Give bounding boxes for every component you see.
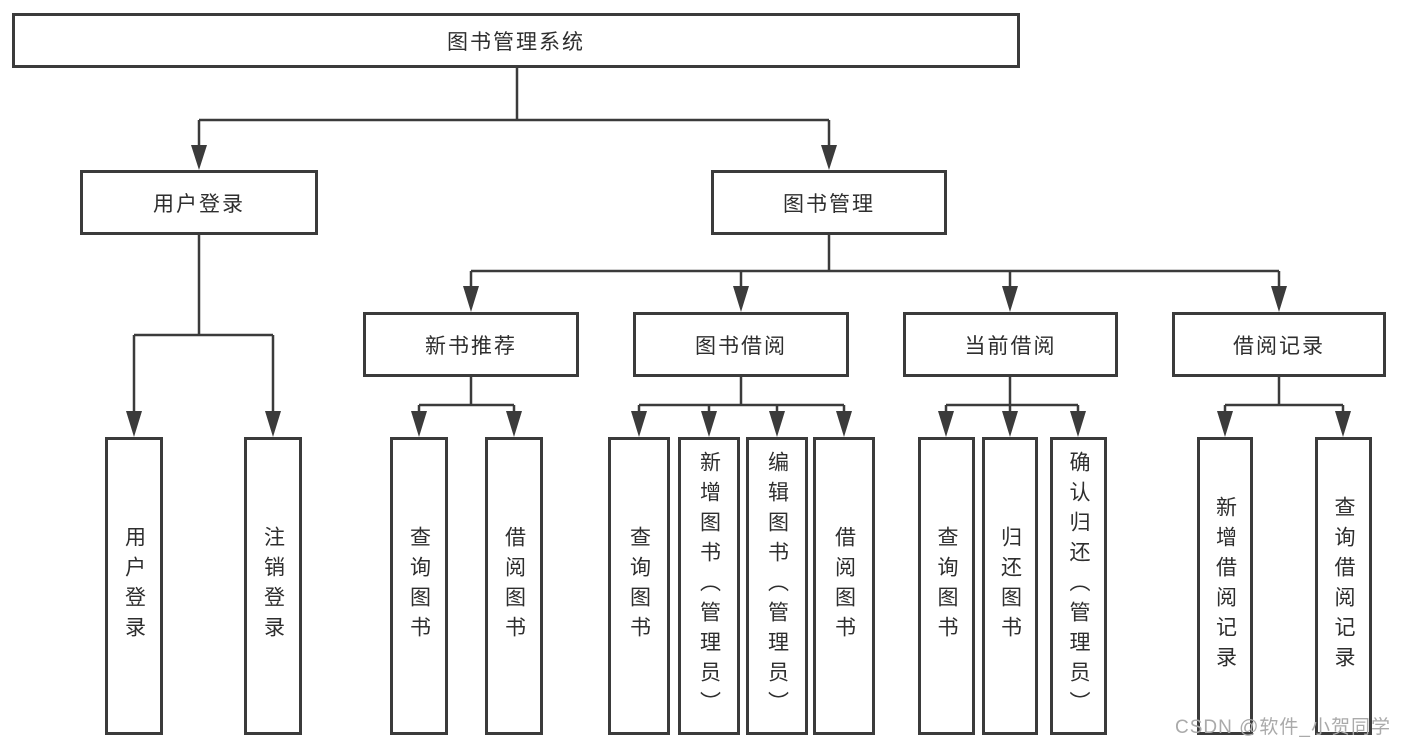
node-new-book-recommendation: 新书推荐 [363, 312, 579, 377]
node-label: 用户登录 [122, 526, 146, 646]
node-label: 新书推荐 [425, 334, 517, 358]
node-label: 新增借阅记录 [1213, 496, 1237, 676]
node-label: 新增图书（管理员） [697, 451, 721, 721]
connector-path [132, 68, 1345, 414]
node-label: 图书借阅 [695, 334, 787, 358]
node-label: 查询图书 [627, 526, 651, 646]
leaf-query-borrow-record: 查询借阅记录 [1315, 437, 1372, 735]
node-label: 查询借阅记录 [1332, 496, 1355, 676]
node-label: 查询图书 [935, 526, 958, 646]
leaf-return-books: 归还图书 [982, 437, 1038, 735]
leaf-add-book-admin: 新增图书（管理员） [678, 437, 740, 735]
node-book-borrowing: 图书借阅 [633, 312, 849, 377]
node-label: 查询图书 [407, 526, 431, 646]
node-user-login: 用户登录 [80, 170, 318, 235]
node-label: 确认归还（管理员） [1067, 451, 1090, 721]
node-label: 借阅记录 [1233, 334, 1325, 358]
leaf-user-login: 用户登录 [105, 437, 163, 735]
leaf-query-books-recommend: 查询图书 [390, 437, 448, 735]
node-label: 当前借阅 [964, 334, 1057, 358]
arrowheads [126, 145, 1351, 437]
node-label: 图书管理 [783, 192, 875, 216]
leaf-borrow-books-recommend: 借阅图书 [485, 437, 543, 735]
node-borrowing-records: 借阅记录 [1172, 312, 1386, 377]
node-label: 借阅图书 [832, 526, 856, 646]
node-library-management-system: 图书管理系统 [12, 13, 1020, 68]
leaf-borrow-books-borrowing: 借阅图书 [813, 437, 875, 735]
leaf-query-books-borrowing: 查询图书 [608, 437, 670, 735]
leaf-edit-book-admin: 编辑图书（管理员） [746, 437, 808, 735]
node-label: 图书管理系统 [447, 30, 585, 54]
csdn-watermark: CSDN @软件_小贺同学 [1175, 717, 1391, 738]
node-label: 归还图书 [998, 526, 1022, 646]
leaf-query-books-current: 查询图书 [918, 437, 975, 735]
node-book-management: 图书管理 [711, 170, 947, 235]
leaf-logout: 注销登录 [244, 437, 302, 735]
node-current-borrowing: 当前借阅 [903, 312, 1118, 377]
node-label: 注销登录 [261, 526, 285, 646]
leaf-confirm-return-admin: 确认归还（管理员） [1050, 437, 1107, 735]
leaf-add-borrow-record: 新增借阅记录 [1197, 437, 1253, 735]
node-label: 编辑图书（管理员） [765, 451, 789, 721]
node-label: 借阅图书 [502, 526, 526, 646]
node-label: 用户登录 [153, 192, 245, 216]
